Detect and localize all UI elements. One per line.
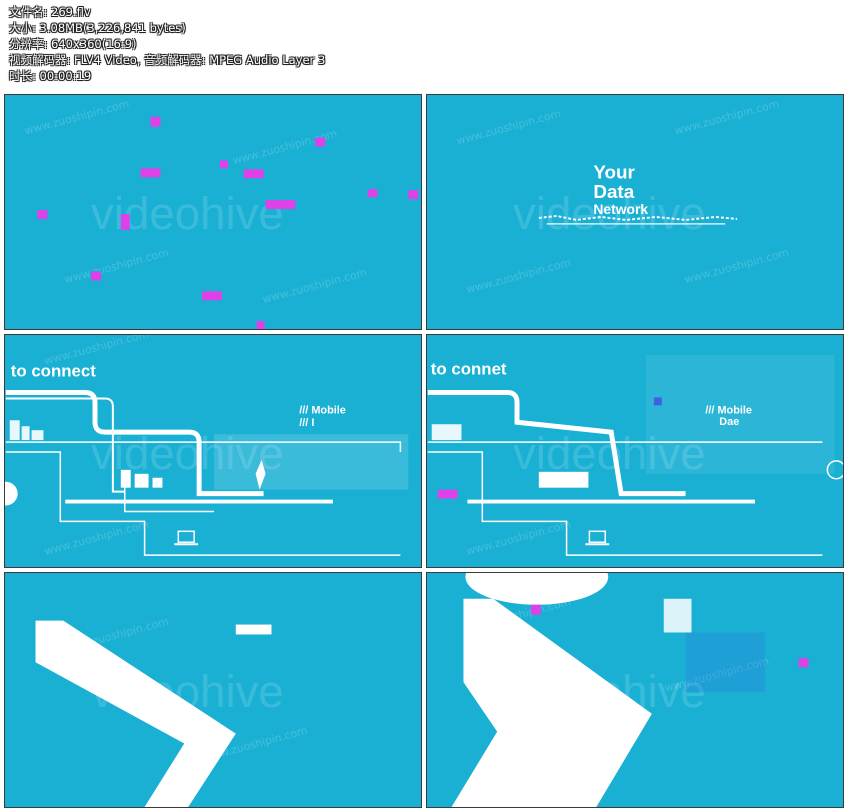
city-block [120,469,131,488]
thumbnail-frame-6[interactable]: videohive www.zuoshipin.com www.zuoshipi… [426,572,844,808]
circle-icon [826,460,843,480]
side-label-1: /// Mobile [705,404,752,416]
ghost-logo: videohive [91,188,284,239]
side-label-1: /// Mobile [299,404,346,416]
glitch-pixels [37,116,419,329]
glitch-pixel [530,604,541,615]
frame-3-canvas: videohive www.zuoshipin.com www.zuoshipi… [5,335,409,558]
frame-4-canvas: videohive www.zuoshipin.com to connet //… [427,354,843,558]
watermark-text: www.zuoshipin.com [231,127,338,167]
city-block [31,430,44,441]
duration-line: 时长: 00:00:19 [9,69,92,83]
resolution-line: 分辨率: 640x360(16:9) [9,37,137,51]
glitch-noise [685,632,765,692]
circle [5,481,18,506]
glitch-pixel [653,397,662,406]
headline-text: to connet [431,360,507,379]
city-block [9,420,20,441]
circle-shape [465,573,609,605]
watermark-text: www.zuoshipin.com [683,246,790,286]
watermark-text: www.zuoshipin.com [43,518,150,558]
frame-2-canvas: videohive www.zuoshipin.com www.zuoshipi… [455,97,790,296]
laptop-icon [588,530,606,543]
glitch-noise [645,354,835,474]
watermark-text: www.zuoshipin.com [673,97,780,137]
chevron-shape [451,598,652,807]
thumbnail-frame-3[interactable]: videohive www.zuoshipin.com www.zuoshipi… [4,334,422,568]
city-block [538,471,589,488]
frame-5-canvas: videohive www.zuoshipin.com www.zuoshipi… [35,615,309,807]
file-info-overlay: 文件名: 269.flv 大小: 3.08MB(3,226,841 bytes)… [9,4,325,84]
side-label-2: Dae [719,416,739,428]
chevron-shape [35,620,236,807]
laptop-icon [177,530,195,543]
city-block [431,424,462,441]
glitch-pixel [437,489,458,499]
circuit-lines [5,390,402,556]
figure-silhouette [255,459,266,490]
circuit-lines [427,390,823,556]
thumbnail-frame-2[interactable]: videohive www.zuoshipin.com www.zuoshipi… [426,94,844,330]
headline-line-3: Network [593,201,648,217]
thumbnail-frame-1[interactable]: videohive www.zuoshipin.com www.zuoshipi… [4,94,422,330]
watermark-text: www.zuoshipin.com [465,256,572,296]
file-name-line: 文件名: 269.flv [9,5,91,19]
dash-shape [235,624,272,635]
file-size-line: 大小: 3.08MB(3,226,841 bytes) [9,21,186,35]
watermark-text: www.zuoshipin.com [261,266,368,306]
glitch-block [663,598,692,633]
codec-line: 视频解码器: FLV4 Video, 音频解码器: MPEG Audio Lay… [9,53,326,67]
glitch-pixel [798,658,809,668]
watermark-text: www.zuoshipin.com [23,97,130,137]
equalizer-bars [213,434,409,490]
headline-line-2: Data [593,181,634,202]
city-block [21,426,30,441]
city-block [152,477,163,488]
watermark-text: www.zuoshipin.com [465,518,572,558]
headline-text: to connect [11,362,97,381]
frame-1-canvas: videohive www.zuoshipin.com www.zuoshipi… [23,97,419,329]
watermark-text: www.zuoshipin.com [455,107,562,147]
watermark-text: www.zuoshipin.com [63,246,170,286]
headline-line-1: Your [593,161,635,182]
side-label-2: /// I [299,417,314,429]
frame-6-canvas: videohive www.zuoshipin.com www.zuoshipi… [451,573,809,807]
ghost-logo: videohive [513,188,706,239]
thumbnail-frame-4[interactable]: videohive www.zuoshipin.com to connet //… [426,334,844,568]
thumbnail-frame-5[interactable]: videohive www.zuoshipin.com www.zuoshipi… [4,572,422,808]
city-block [134,473,149,488]
